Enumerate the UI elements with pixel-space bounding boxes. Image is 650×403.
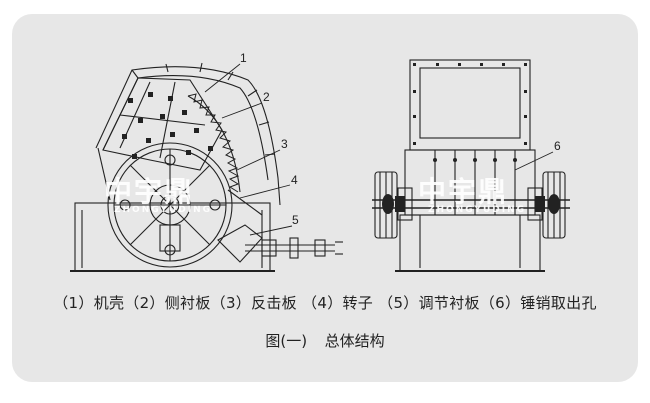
callout-5: 5 [292,213,299,227]
figure-caption: 图(一) 总体结构 [0,330,650,351]
impact-plate-teeth [187,93,240,193]
adjusting-rod [217,224,343,263]
side-liner [102,77,223,171]
callout-4: 4 [291,173,298,187]
feed-inlet [409,59,531,151]
callout-2: 2 [263,90,270,104]
front-section-view [372,59,570,272]
watermark-left-cn: 中宇鼎 [104,175,195,208]
machine-base-front [399,214,541,272]
figure-subtitle: 总体结构 [324,332,385,350]
callout-leader-6 [514,151,554,171]
figure-number: 图(一) [265,332,308,350]
callout-6: 6 [554,139,561,153]
watermark-left-en: ZHONGYUDING [114,205,212,215]
figure-panel [12,14,638,382]
side-section-view [70,62,343,272]
watermark-right-en: ZHONGYUDING [428,205,526,215]
callout-leaders-left [204,63,293,236]
housing-shell [95,66,281,206]
callout-3: 3 [281,137,288,151]
parts-legend: （1）机壳（2）侧衬板（3）反击板 （4）转子 （5）调节衬板（6）锤销取出孔 [53,294,597,312]
watermark-right-cn: 中宇鼎 [418,175,509,208]
callout-1: 1 [240,51,247,65]
rotor [107,142,233,268]
